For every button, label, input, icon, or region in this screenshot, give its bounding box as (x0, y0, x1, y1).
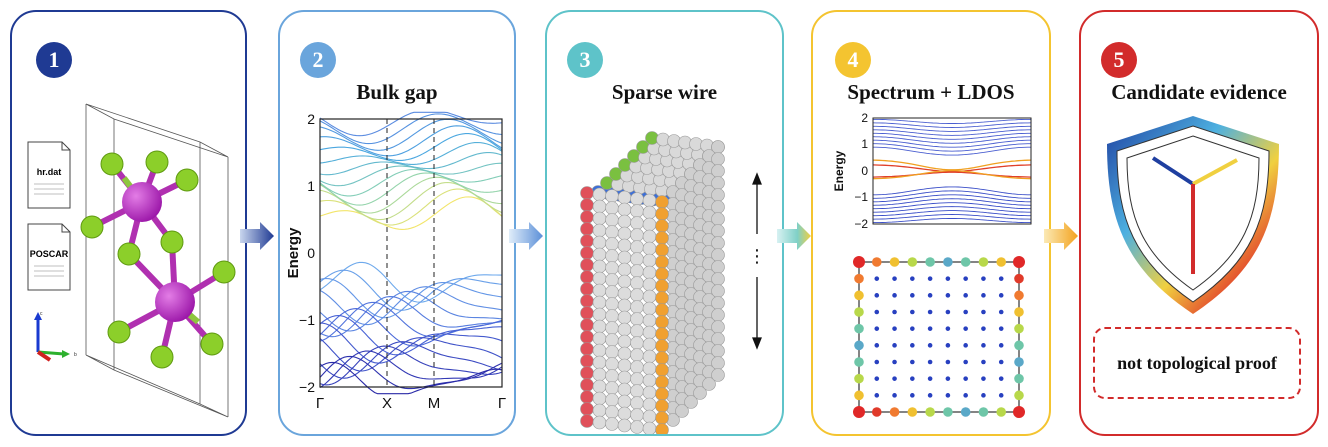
disclaimer-box: not topological proof (1093, 327, 1301, 399)
file-icon-hr: hr.dat (27, 141, 71, 209)
file-label-hr: hr.dat (37, 167, 62, 177)
arrow-3-to-4 (777, 222, 811, 250)
y-axis-label: Energy (285, 227, 302, 279)
ytick-label: −1 (299, 312, 315, 328)
step-badge-4: 4 (835, 42, 871, 78)
panel-candidate-evidence: 5 Candidate evidence not topological pro… (1079, 10, 1319, 436)
length-arrow (752, 172, 762, 350)
panel-title: Spectrum + LDOS (847, 80, 1015, 104)
panel-title: Sparse wire (611, 80, 718, 104)
arrow-1-to-2 (240, 222, 274, 250)
panel-bulk-gap: 2 Bulk gap 2 1 0 −1 −2 Γ X M Γ Energy (278, 10, 516, 436)
y-axis-label: Energy (832, 150, 846, 191)
step-badge-3: 3 (567, 42, 603, 78)
ytick-label: −1 (854, 190, 868, 204)
spectrum-ldos-plots: 2 1 0 −1 −2 Energy (832, 111, 1032, 418)
panel-sparse-wire: 3 Sparse wire ⋮ (545, 10, 784, 436)
disclaimer-text: not topological proof (1117, 352, 1277, 373)
axis-label-c: c (40, 311, 43, 317)
axes-triad: c b (34, 311, 77, 362)
xtick-label: X (382, 395, 392, 412)
ytick-label: −2 (854, 217, 868, 231)
shield-icon (1107, 116, 1279, 314)
xtick-label: Γ (316, 395, 324, 412)
ytick-label: 1 (861, 137, 868, 151)
file-label-poscar: POSCAR (30, 249, 69, 259)
ytick-label: 1 (307, 178, 315, 194)
xtick-label: Γ (498, 395, 506, 412)
crystal-structure-illustration: hr.dat POSCAR c b (27, 103, 236, 418)
ytick-label: 0 (861, 164, 868, 178)
xtick-label: M (428, 395, 441, 412)
step-badge-5: 5 (1101, 42, 1137, 78)
ellipsis-dots: ⋮ (748, 246, 766, 266)
panel-structure-input: 1 (10, 10, 247, 436)
axis-label-b: b (74, 352, 77, 358)
file-icon-poscar: POSCAR (27, 223, 71, 291)
sparse-wire-illustration: ⋮ (580, 131, 766, 434)
panel-title: Candidate evidence (1111, 80, 1287, 104)
arrow-2-to-3 (509, 222, 543, 250)
ytick-label: 2 (307, 111, 315, 127)
panel-title: Bulk gap (356, 80, 438, 104)
ytick-label: −2 (299, 379, 315, 395)
step-badge-2: 2 (300, 42, 336, 78)
ytick-label: 2 (861, 111, 868, 125)
panel-spectrum-ldos: 4 Spectrum + LDOS 2 1 0 −1 −2 Energy (811, 10, 1051, 436)
ytick-label: 0 (307, 245, 315, 261)
step-badge-1: 1 (36, 42, 72, 78)
bulk-band-structure-plot: 2 1 0 −1 −2 Γ X M Γ Energy (285, 111, 506, 412)
arrow-4-to-5 (1044, 222, 1078, 250)
